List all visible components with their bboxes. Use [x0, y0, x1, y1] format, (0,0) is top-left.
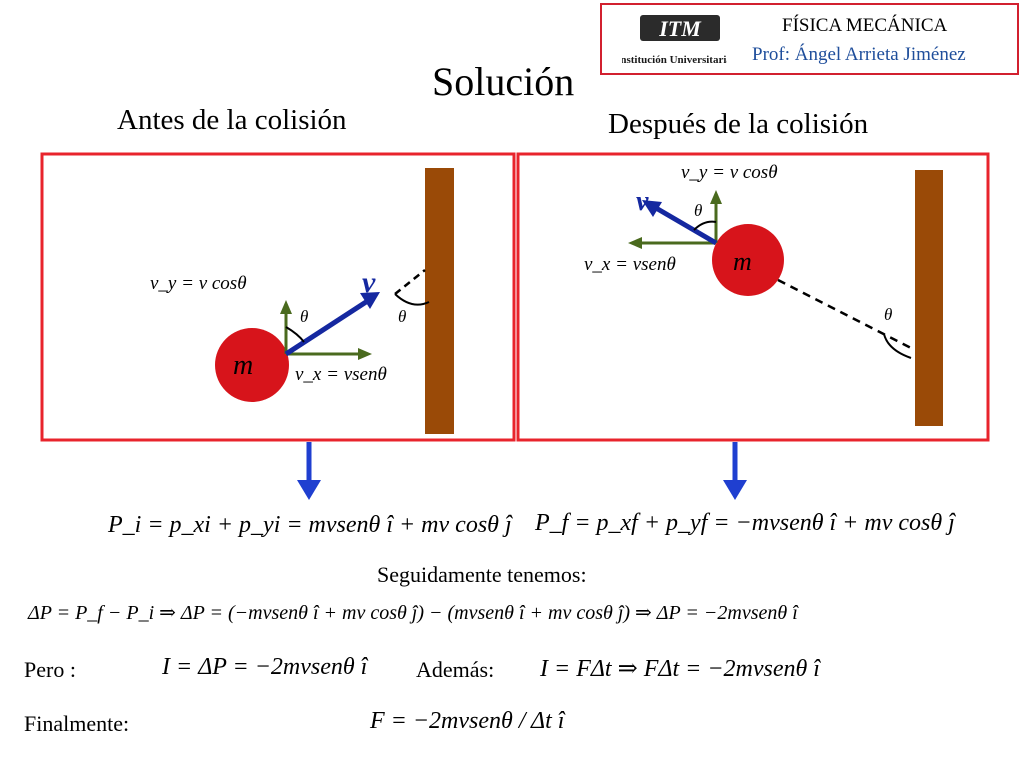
equation-p-final: P_f = p_xf + p_yf = −mvsenθ î + mv cosθ …: [535, 510, 955, 536]
equation-force: F = −2mvsenθ / Δt î: [370, 708, 565, 734]
wall-after: [915, 170, 943, 426]
logo-brand-subtext: Institución Universitaria: [622, 54, 727, 66]
equation-impulse-force: I = FΔt ⇒ FΔt = −2mvsenθ î: [540, 656, 820, 682]
v-label-before: v: [362, 266, 376, 299]
frame-after: [516, 152, 990, 442]
after-heading: Después de la colisión: [608, 108, 869, 140]
angle-label-after: θ: [694, 201, 702, 220]
frame-before: [40, 152, 516, 442]
itm-logo-icon: ITM Institución Universitaria: [622, 15, 727, 66]
equation-delta-p: ΔP = P_f − P_i ⇒ ΔP = (−mvsenθ î + mv co…: [28, 602, 798, 624]
angle-label-before: θ: [300, 307, 308, 326]
logo-brand-text: ITM: [658, 16, 702, 41]
slide-title: Solución: [432, 59, 575, 104]
vx-label-after: v_x = vsenθ: [584, 254, 676, 275]
label-pero: Pero :: [24, 657, 76, 682]
mass-label-after: m: [733, 247, 752, 276]
mass-label-before: m: [233, 350, 253, 381]
vy-label-after: v_y = v cosθ: [681, 162, 778, 183]
angle-wall-label-after: θ: [884, 305, 892, 324]
vy-label-before: v_y = v cosθ: [150, 273, 247, 294]
diagram-before: θ m θ v v_y = v cosθ v_x = vsenθ: [40, 152, 516, 442]
label-ademas: Además:: [416, 657, 495, 682]
label-finalmente: Finalmente:: [24, 711, 130, 736]
equation-impulse: I = ΔP = −2mvsenθ î: [162, 654, 368, 680]
angle-arc-after: [693, 220, 717, 231]
angle-arc-wall-after: [883, 333, 912, 359]
trajectory-after: [777, 278, 916, 352]
ball-after: [712, 224, 784, 296]
wall-before: [425, 168, 454, 434]
angle-wall-label-before: θ: [398, 307, 406, 326]
v-arrow-before: [284, 299, 368, 357]
diagram-after: m θ θ v v_y = v cosθ v_x = vsenθ: [516, 152, 990, 442]
ball-before: [215, 328, 289, 402]
text-next: Seguidamente tenemos:: [377, 562, 587, 587]
course-name: FÍSICA MECÁNICA: [782, 15, 948, 36]
v-label-after: v: [636, 186, 649, 217]
angle-arc-before: [285, 326, 305, 343]
down-arrow-left-icon: [297, 442, 321, 500]
down-arrow-right-icon: [723, 442, 747, 500]
v-arrow-after: [654, 205, 718, 246]
vx-label-before: v_x = vsenθ: [295, 364, 387, 385]
professor-name: Prof: Ángel Arrieta Jiménez: [752, 44, 966, 65]
trajectory-before: [394, 269, 426, 295]
angle-arc-wall-before: [394, 293, 430, 306]
equation-p-initial: P_i = p_xi + p_yi = mvsenθ î + mv cosθ ĵ: [108, 512, 512, 538]
itm-logo-box: ITM Institución Universitaria FÍSICA MEC…: [600, 3, 1019, 75]
before-heading: Antes de la colisión: [117, 104, 347, 136]
